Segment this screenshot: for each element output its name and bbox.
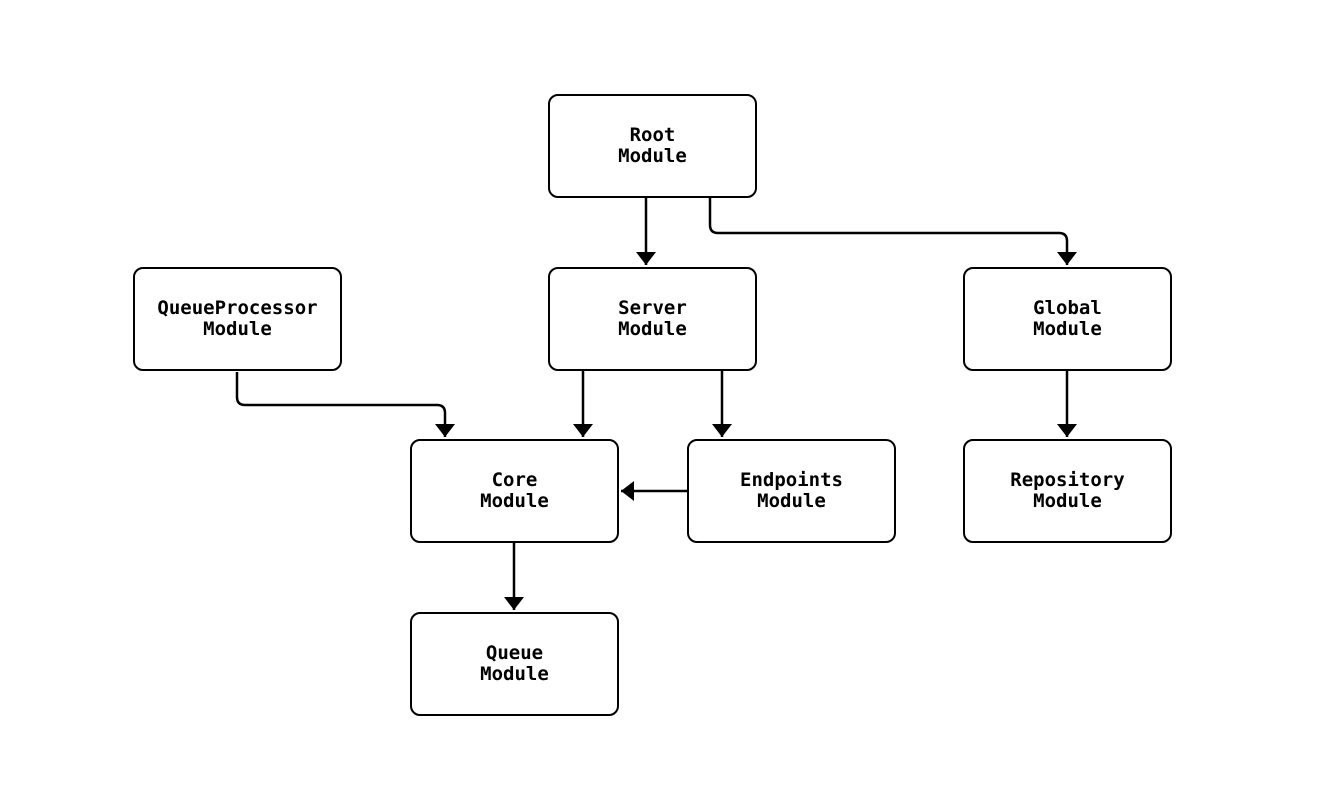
node-root-module-label: Root Module [618,124,687,167]
node-global-module: Global Module [963,267,1172,371]
node-server-module: Server Module [548,267,757,371]
node-endpoints-module-label: Endpoints Module [740,469,843,512]
node-global-module-label: Global Module [1033,297,1102,340]
node-core-module: Core Module [410,439,619,543]
edge-root-to-global [708,197,1077,265]
node-endpoints-module: Endpoints Module [687,439,896,543]
edge-queueprocessor-to-core [235,372,455,437]
node-queue-module: Queue Module [410,612,619,716]
node-queueprocessor-module-label: QueueProcessor Module [157,297,318,340]
node-root-module: Root Module [548,94,757,198]
node-server-module-label: Server Module [618,297,687,340]
node-queueprocessor-module: QueueProcessor Module [133,267,342,371]
node-repository-module-label: Repository Module [1010,469,1125,512]
node-repository-module: Repository Module [963,439,1172,543]
node-core-module-label: Core Module [480,469,549,512]
node-queue-module-label: Queue Module [480,642,549,685]
